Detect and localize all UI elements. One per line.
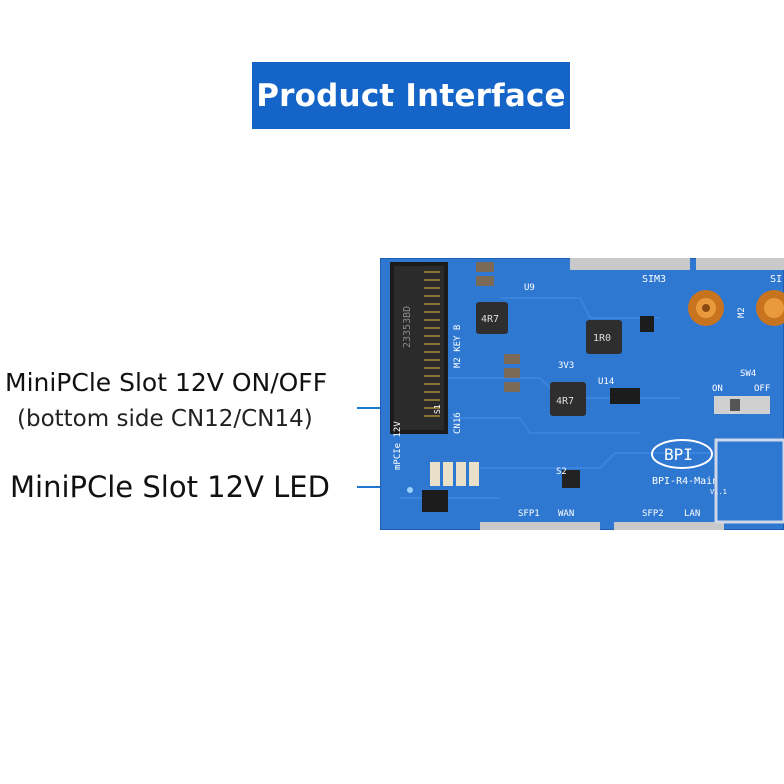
sim3-connector: [570, 258, 690, 270]
u14-label: U14: [598, 377, 614, 387]
s2-label: S2: [556, 467, 567, 477]
sfp2-cage: [614, 522, 724, 530]
sw4-switch-body: [714, 396, 770, 414]
wan-label: WAN: [558, 509, 574, 519]
inductor-4r7-top-label: 4R7: [481, 314, 499, 325]
pcb-board-photo: 23353BD M2 KEY B CN16 4R7 1R0 4R7 SIM3 S…: [380, 258, 784, 530]
lan-label: LAN: [684, 509, 700, 519]
board-version-label: V1.1: [710, 488, 727, 496]
ic-s2-area: [562, 470, 580, 488]
m2-slot-pins: [424, 271, 440, 417]
m2-key-label: M2 KEY B: [453, 325, 463, 368]
u9-label: U9: [524, 283, 535, 293]
inductor-4r7-bottom-label: 4R7: [556, 396, 574, 407]
inductor-1r0: [586, 320, 622, 354]
bpi-logo: [651, 439, 713, 469]
slot-code: 23353BD: [402, 306, 413, 348]
passive-components: [476, 262, 520, 392]
pcb-board-illustration: 23353BD M2 KEY B CN16 4R7 1R0 4R7 SIM3 S…: [380, 258, 784, 530]
switch-callout-label: MiniPCle Slot 12V ON/OFF: [5, 368, 328, 397]
bpi-logo-text: BPI: [664, 445, 693, 464]
sfp1-label: SFP1: [518, 509, 540, 519]
mpcie-12v-led: [407, 487, 413, 493]
sw4-on-label: ON: [712, 384, 723, 394]
sw4-label: SW4: [740, 369, 756, 379]
inductor-4r7-top: [476, 302, 508, 334]
banner-title: Product Interface: [256, 77, 566, 114]
sfp1-cage: [480, 522, 600, 530]
led-callout-label: MiniPCle Slot 12V LED: [10, 470, 330, 504]
sfp2-label: SFP2: [642, 509, 664, 519]
cn16-label: CN16: [453, 412, 463, 434]
sim-connector-right: [696, 258, 784, 270]
3v3-label: 3V3: [558, 361, 574, 371]
s1-label: S1: [433, 404, 442, 414]
board-corner-outline: [714, 438, 784, 524]
sim-partial-label: SI: [770, 274, 782, 285]
inductor-4r7-bottom: [550, 382, 586, 416]
inductor-1r0-label: 1R0: [593, 333, 611, 344]
ic-bottom-left: [422, 490, 448, 512]
board-name-label: BPI-R4-Main: [652, 476, 718, 487]
m2-label: M2: [737, 307, 747, 318]
switch-callout-sublabel: (bottom side CN12/CN14): [17, 406, 313, 432]
capacitor-row: [430, 462, 479, 486]
title-banner: Product Interface: [252, 62, 570, 129]
mpcie-12v-label: mPCIe 12V: [393, 421, 403, 470]
sim3-label: SIM3: [642, 274, 666, 285]
sw4-switch-knob: [730, 399, 740, 411]
sw4-off-label: OFF: [754, 384, 770, 394]
